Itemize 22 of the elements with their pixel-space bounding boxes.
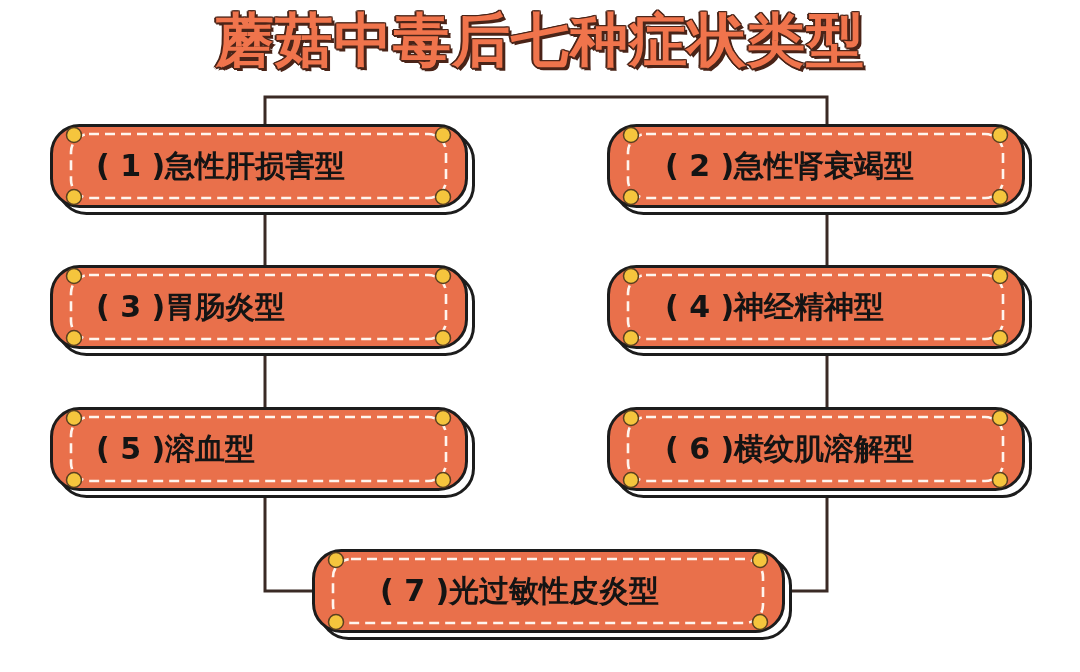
connector-line (825, 215, 829, 265)
connector-line (263, 215, 267, 265)
type-label: ( 3 )胃肠炎型 (96, 288, 286, 326)
type-label: ( 6 )横纹肌溶解型 (665, 430, 915, 468)
type-label: ( 5 )溶血型 (96, 430, 256, 468)
tag-box (50, 407, 475, 498)
type-label: ( 4 )神经精神型 (665, 288, 885, 326)
connector-line (263, 356, 267, 407)
tag-box (607, 265, 1032, 356)
tag-box (50, 265, 475, 356)
type-label: ( 1 )急性肝损害型 (96, 147, 346, 185)
connector-line (263, 95, 829, 124)
connector-line (263, 498, 312, 593)
tag-box (607, 124, 1032, 215)
tag-box (607, 407, 1032, 498)
type-label: ( 2 )急性肾衰竭型 (665, 147, 915, 185)
connector-line (825, 356, 829, 407)
tag-box (312, 549, 792, 640)
type-label: ( 7 )光过敏性皮炎型 (380, 572, 660, 610)
title: 蘑菇中毒后七种症状类型 (215, 8, 865, 72)
tag-box (50, 124, 475, 215)
connector-line (792, 498, 829, 593)
